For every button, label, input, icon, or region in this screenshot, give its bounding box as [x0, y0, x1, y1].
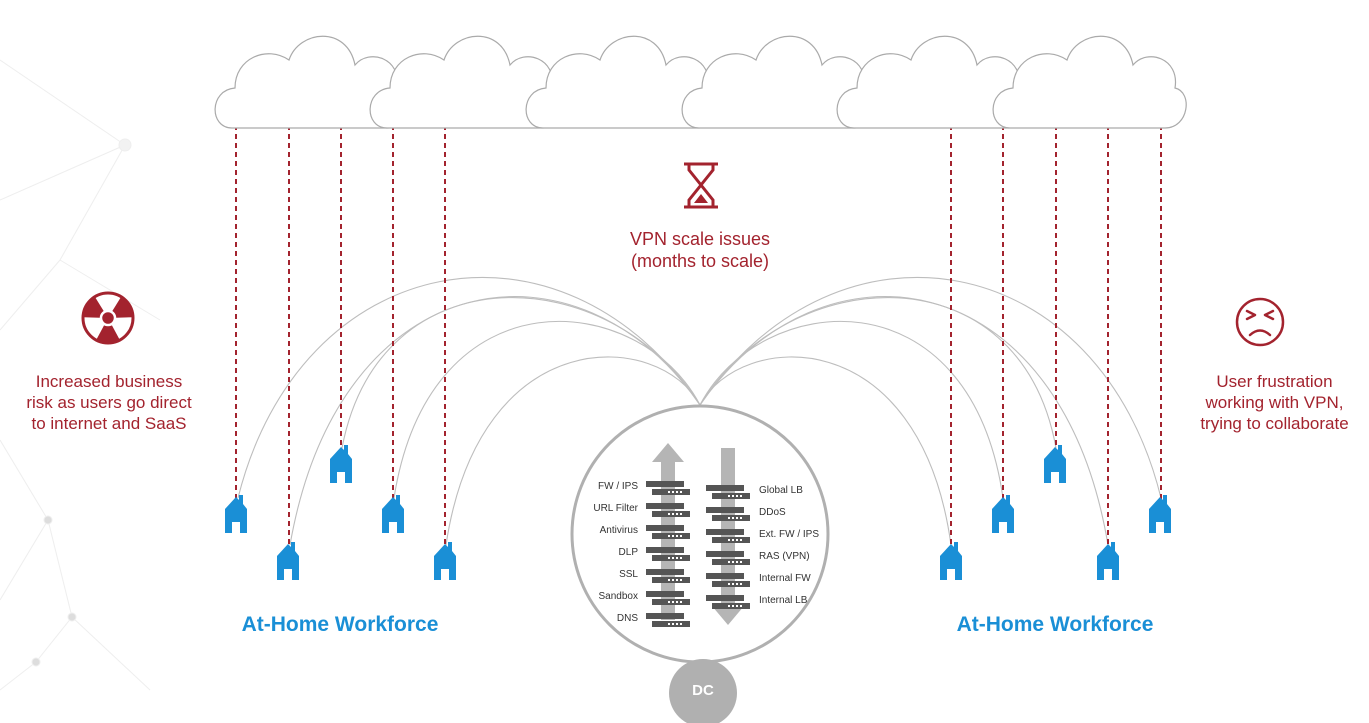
left-server-stack	[646, 481, 690, 627]
server-rack-icon	[706, 595, 750, 609]
left-stack-label: SSL	[619, 569, 638, 580]
vpn-tunnel-arcs	[237, 276, 1162, 546]
left-stack-label: FW / IPS	[598, 481, 638, 492]
center-caption: VPN scale issues (months to scale)	[560, 228, 840, 272]
right-caption-line2: working with VPN,	[1205, 393, 1344, 412]
right-stack-label: Internal FW	[759, 573, 811, 584]
dc-label: DC	[692, 682, 714, 699]
server-rack-icon	[706, 485, 750, 499]
house-icon	[225, 495, 247, 533]
server-rack-icon	[646, 569, 690, 583]
center-caption-line1: VPN scale issues	[629, 229, 771, 249]
center-caption-line2: (months to scale)	[630, 251, 770, 271]
server-rack-icon	[706, 573, 750, 587]
house-icon	[1149, 495, 1171, 533]
house-icon	[277, 542, 299, 580]
house-icon	[330, 445, 352, 483]
house-icon	[434, 542, 456, 580]
direct-internet-lines	[235, 125, 1162, 547]
left-stack-label: DLP	[618, 547, 638, 558]
left-stack-label: Sandbox	[598, 591, 638, 602]
server-rack-icon	[646, 503, 690, 517]
house-icon	[992, 495, 1014, 533]
left-stack-label: Antivirus	[599, 525, 638, 536]
server-rack-icon	[646, 525, 690, 539]
right-stack-label: Ext. FW / IPS	[759, 529, 820, 540]
radiation-icon	[81, 291, 135, 345]
vpn-arc	[237, 276, 701, 499]
house-icon	[1097, 542, 1119, 580]
frustrated-face-icon	[1235, 297, 1285, 347]
left-caption-line2: risk as users go direct	[26, 393, 192, 412]
left-caption-line1: Increased business	[35, 372, 183, 391]
right-workforce-label: At-Home Workforce	[956, 613, 1154, 636]
background-network	[0, 59, 161, 691]
left-stack-label: URL Filter	[593, 503, 638, 514]
hourglass-icon	[684, 162, 718, 209]
left-workforce-label: At-Home Workforce	[241, 613, 439, 636]
house-icon	[382, 495, 404, 533]
cloud-row	[214, 35, 1187, 129]
server-rack-icon	[706, 551, 750, 565]
right-caption-line1: User frustration	[1216, 372, 1333, 391]
server-rack-icon	[646, 481, 690, 495]
server-rack-icon	[646, 613, 690, 627]
right-houses	[940, 445, 1171, 580]
data-center	[570, 404, 830, 723]
right-server-stack	[706, 485, 750, 609]
left-houses	[225, 445, 456, 580]
left-caption: Increased business risk as users go dire…	[0, 371, 218, 434]
right-stack-label: Internal LB	[759, 595, 808, 606]
house-icon	[1044, 445, 1066, 483]
vpn-arc	[393, 320, 701, 499]
server-rack-icon	[706, 507, 750, 521]
server-rack-icon	[706, 529, 750, 543]
right-stack-label: DDoS	[759, 507, 786, 518]
vpn-arc	[699, 356, 952, 546]
right-caption-line3: trying to collaborate	[1200, 414, 1349, 433]
right-stack-label: Global LB	[759, 485, 803, 496]
house-icon	[940, 542, 962, 580]
cloud-icon	[992, 35, 1187, 129]
left-stack-label: DNS	[616, 613, 638, 624]
right-caption: User frustration working with VPN, tryin…	[1180, 371, 1369, 434]
vpn-arc	[699, 276, 1162, 499]
left-caption-line3: to internet and SaaS	[31, 414, 187, 433]
server-rack-icon	[646, 547, 690, 561]
vpn-arc	[445, 356, 701, 546]
vpn-arc	[699, 296, 1109, 546]
right-stack-label: RAS (VPN)	[759, 551, 810, 562]
server-rack-icon	[646, 591, 690, 605]
